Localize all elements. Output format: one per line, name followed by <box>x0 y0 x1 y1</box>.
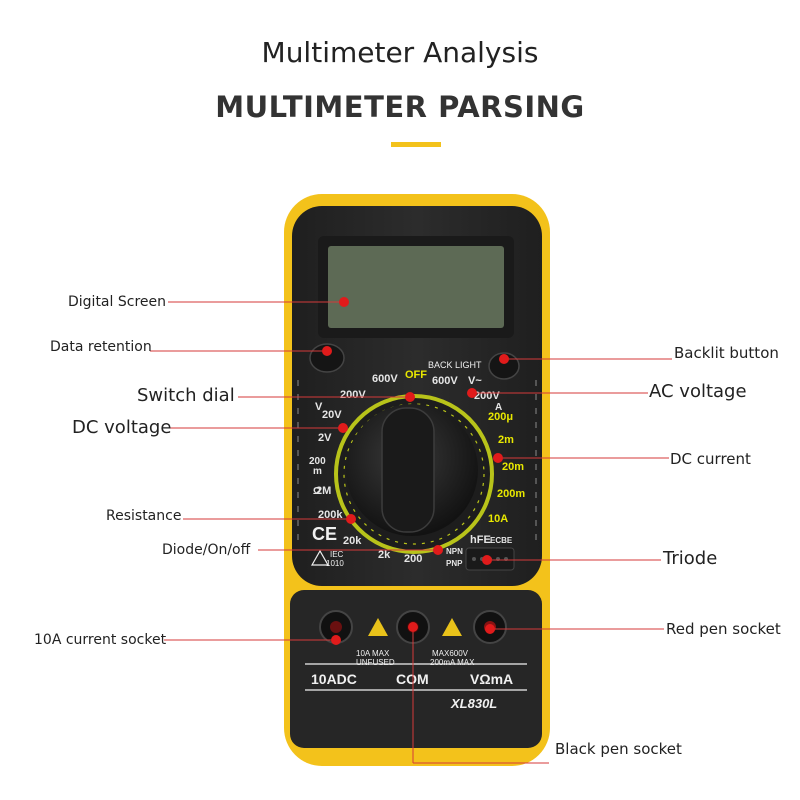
dial-label: 200V <box>474 390 500 402</box>
socket-label-com: COM <box>396 671 429 687</box>
dial-label: 200μ <box>488 411 513 423</box>
socket-note: 10A MAX <box>356 649 390 658</box>
model-label: XL830L <box>450 696 497 711</box>
socket-label-10adc: 10ADC <box>311 671 357 687</box>
dial-label: 20V <box>322 409 342 421</box>
page-title: Multimeter Analysis <box>261 36 539 69</box>
callout-black-pen-socket: Black pen socket <box>555 740 682 758</box>
knob-grip <box>381 407 435 533</box>
callout-backlit-button: Backlit button <box>674 344 779 362</box>
warning-triangle-icon <box>310 549 330 566</box>
dial-label: 2m <box>498 434 514 446</box>
iec-label: IEC <box>330 550 344 559</box>
title-underline <box>391 142 441 147</box>
callout-resistance: Resistance <box>106 508 182 524</box>
dial-label: hFE <box>470 534 491 546</box>
dial-label: m <box>313 466 322 477</box>
callout-diode: Diode/On/off <box>162 542 251 558</box>
callout-triode: Triode <box>663 548 718 569</box>
dial-label: V~ <box>468 375 482 387</box>
callout-data-retention: Data retention <box>50 339 152 355</box>
dial-label: Ω <box>313 486 321 497</box>
backlight-label: BACK LIGHT <box>428 360 482 370</box>
dial-label: 10A <box>488 513 508 525</box>
dial-label: 20k <box>343 535 362 547</box>
dial-label: 2V <box>318 432 332 444</box>
dial-labels: 600V OFF 600V V~ 200V 200V V 20V 2V 200 … <box>309 369 525 568</box>
leader-lines <box>150 301 672 764</box>
dial-label: OFF <box>405 369 427 381</box>
dial-label: PNP <box>446 559 463 568</box>
socket-label-vohm: VΩmA <box>470 671 513 687</box>
dial-label: 200 <box>309 456 326 467</box>
socket-10a[interactable] <box>319 610 353 644</box>
socket-note: MAX600V <box>432 649 469 658</box>
dial-label: 200k <box>318 509 343 521</box>
dial-label: NPN <box>446 547 463 556</box>
page-subtitle: MULTIMETER PARSING <box>215 90 585 124</box>
dial-label: V <box>315 401 323 413</box>
dial-label: 2M <box>316 485 331 497</box>
warning-triangle-icon <box>368 618 388 636</box>
dial-label: 600V <box>432 375 458 387</box>
dial-label: 2k <box>378 549 391 561</box>
socket-note: UNFUSED <box>356 658 395 667</box>
dial-label: 200V <box>340 389 366 401</box>
dial-label: 20m <box>502 461 524 473</box>
callout-switch-dial: Switch dial <box>137 385 235 406</box>
callout-ac-voltage: AC voltage <box>649 381 747 402</box>
ce-mark: CE <box>312 524 337 544</box>
socket-note: 200mA MAX <box>430 658 475 667</box>
callout-10a-current-socket: 10A current socket <box>34 632 167 648</box>
lcd-screen <box>328 246 504 328</box>
dial-label: ECBE <box>490 536 513 545</box>
dial-label: A <box>495 402 502 413</box>
callout-red-pen-socket: Red pen socket <box>666 620 781 638</box>
callout-dots <box>322 297 509 645</box>
dial-label: 200m <box>497 488 525 500</box>
iec-code: 1010 <box>326 559 344 568</box>
warning-triangle-icon <box>442 618 462 636</box>
dial-label: 600V <box>372 373 398 385</box>
callout-dc-voltage: DC voltage <box>72 417 172 438</box>
callout-digital-screen: Digital Screen <box>68 294 166 310</box>
callout-dc-current: DC current <box>670 450 751 468</box>
dial-label: 200 <box>404 553 422 565</box>
